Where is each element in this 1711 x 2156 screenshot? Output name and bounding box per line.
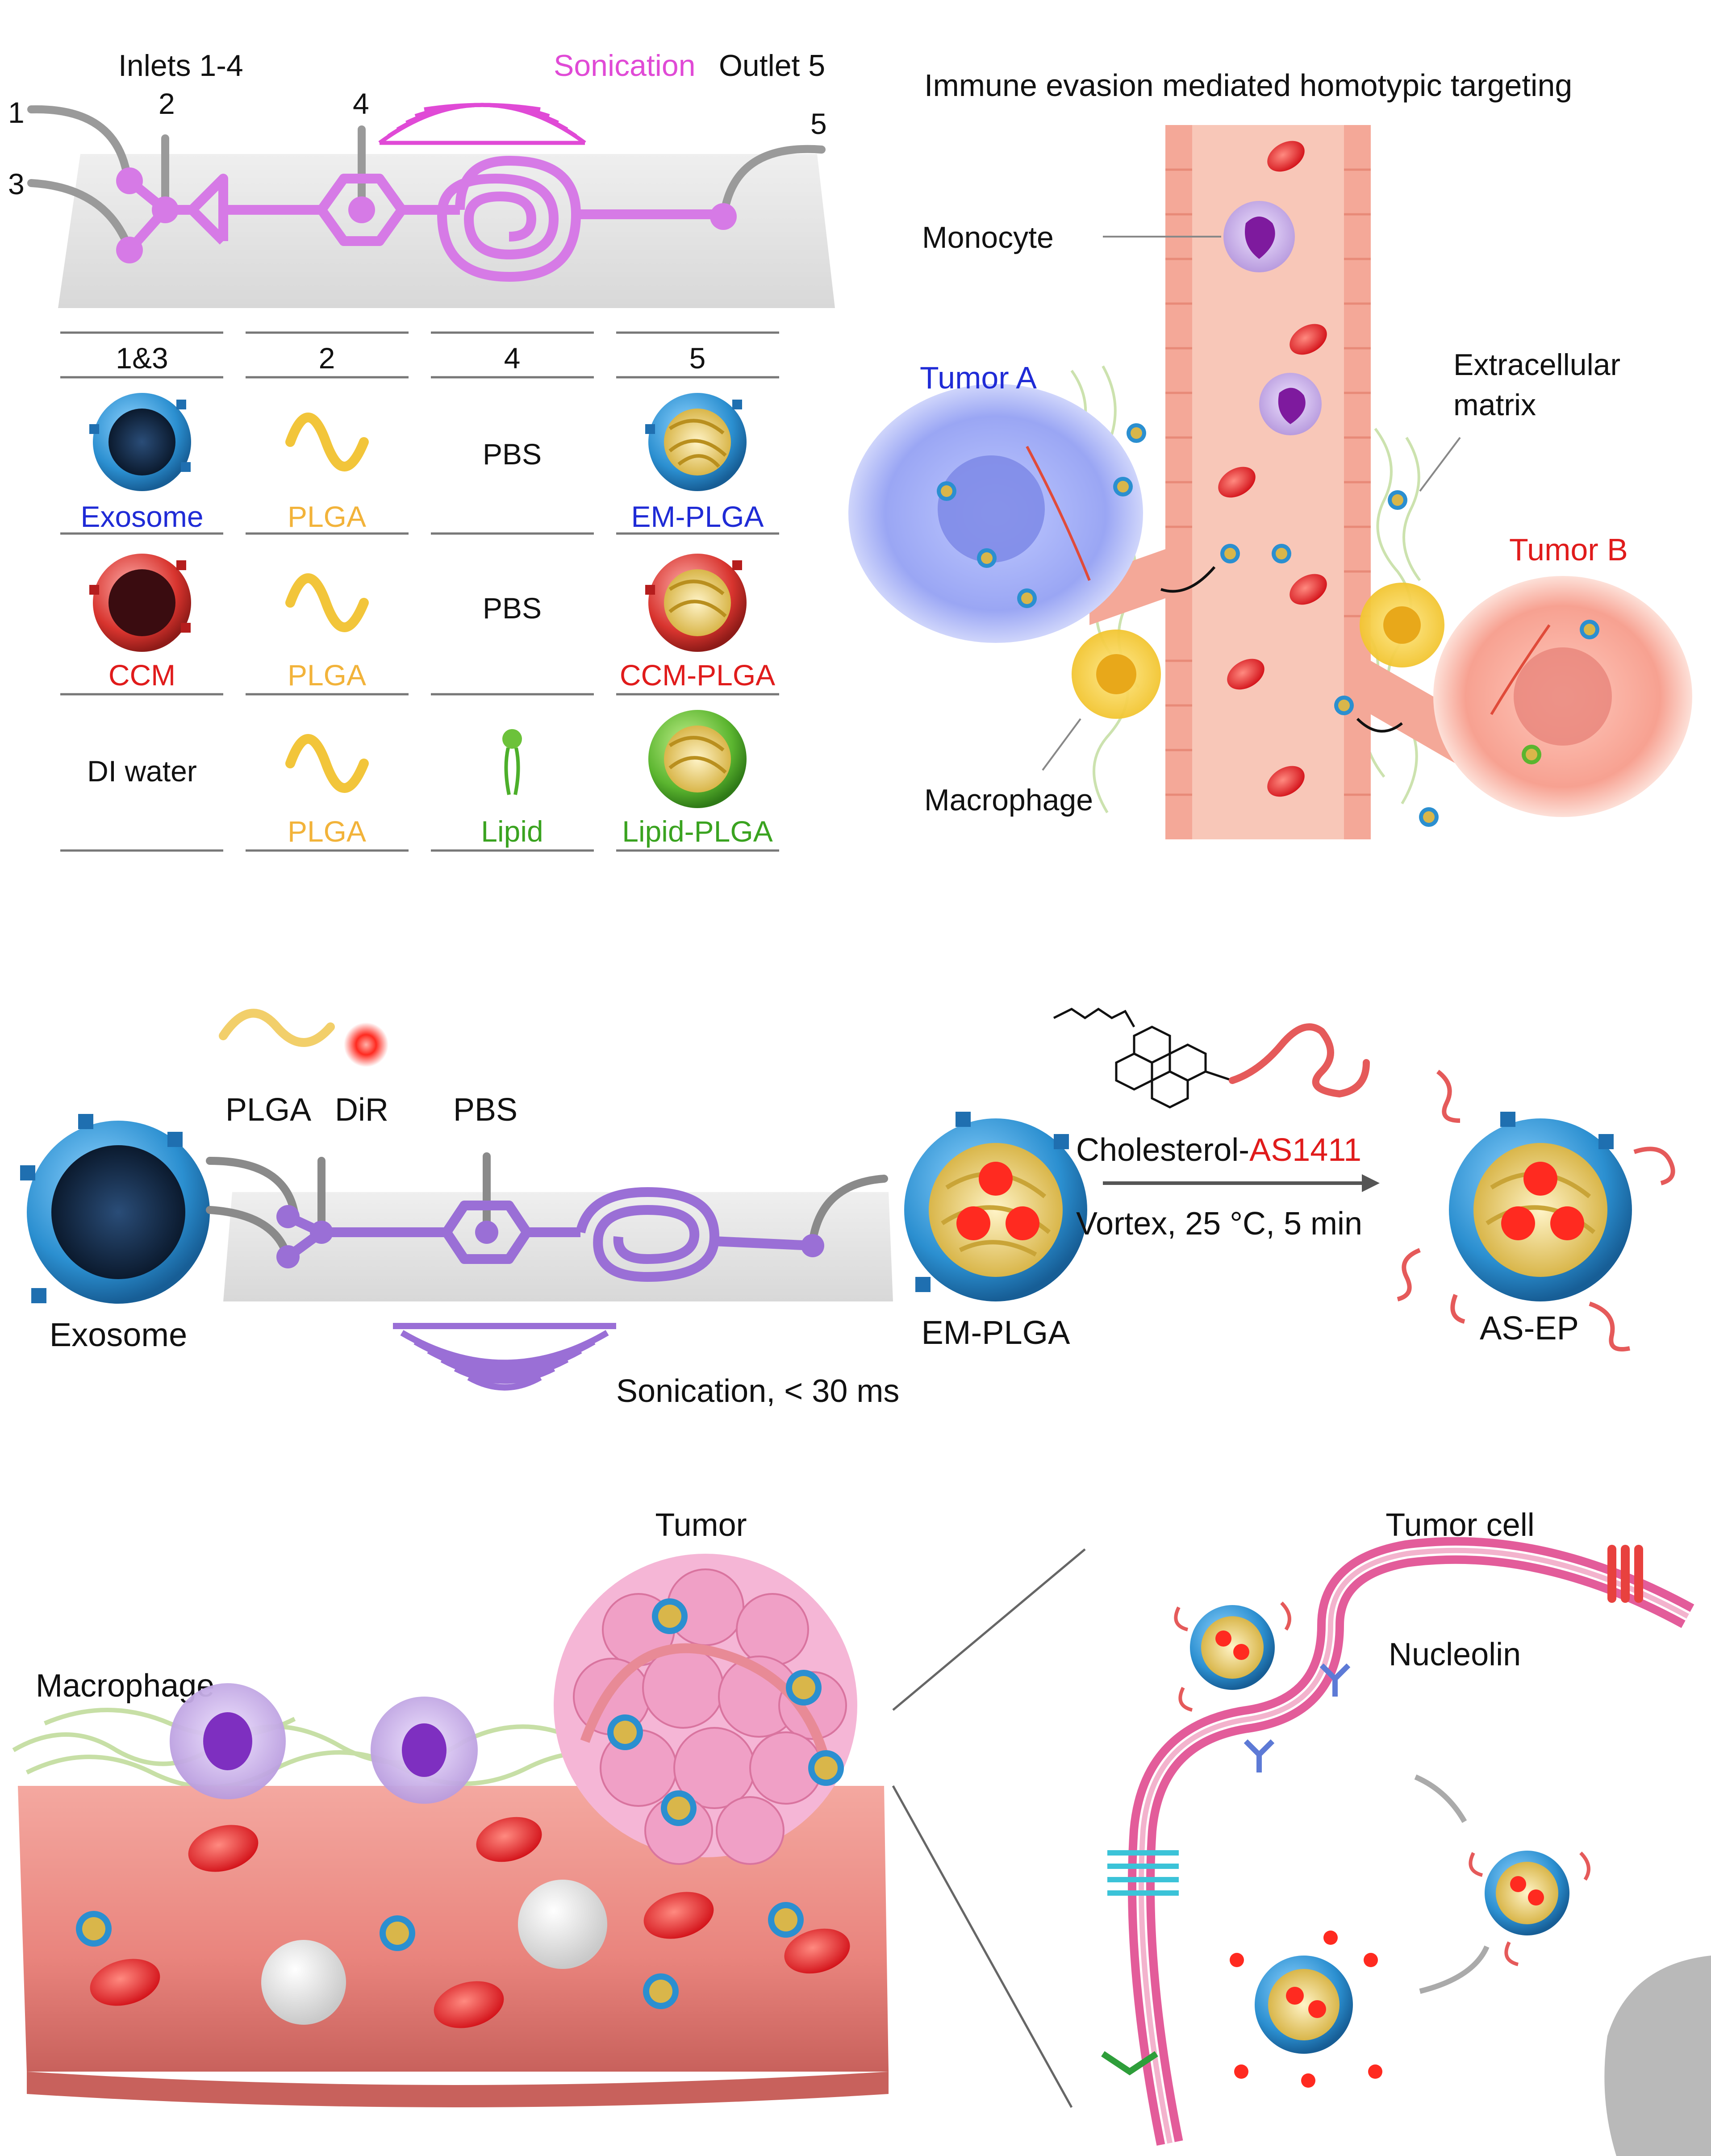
plga-label: PLGA	[225, 1092, 311, 1128]
exosome-icon	[89, 393, 191, 491]
cholesterol-aptamer-icon	[1053, 1007, 1233, 1109]
ccm-icon	[89, 554, 191, 652]
nucleolin-receptor-icon	[1244, 1663, 1351, 1772]
macrophage-cell	[170, 1683, 478, 1804]
ecm-pointer	[1419, 437, 1461, 492]
plga-label-2: PLGA	[288, 659, 366, 692]
sonication-waves-icon	[378, 103, 586, 145]
sonication-waves-icon	[393, 1323, 616, 1391]
port-number-5: 5	[810, 107, 827, 140]
tumor-label: Tumor	[655, 1507, 747, 1543]
dir-icon	[344, 1022, 388, 1067]
ecm-label-line-1: Extracellular	[1453, 348, 1620, 382]
table-header-2: 2	[319, 342, 335, 375]
exosome-label: Exosome	[80, 500, 203, 533]
macrophage-label: Macrophage	[36, 1668, 214, 1704]
panel-b-title: Immune evasion mediated homotypic target…	[924, 68, 1572, 103]
tumor-a-label: Tumor A	[920, 360, 1037, 395]
ccm-plga-icon	[645, 554, 747, 652]
pbs-label-1: PBS	[483, 438, 542, 471]
outlet-label: Outlet 5	[719, 49, 825, 83]
red-blood-cells	[1218, 141, 1327, 797]
chip-base	[223, 1192, 893, 1301]
endosome-disassembly-icon	[1230, 1931, 1382, 2088]
monocyte-label: Monocyte	[922, 221, 1054, 254]
white-blood-cells	[261, 1880, 607, 2025]
panel-a: Inlets 1-4 Sonication Outlet 5 1 2 3 4 5	[8, 49, 835, 852]
em-plga-nanoparticles	[937, 423, 1599, 827]
ecm-label-line-2: matrix	[1453, 388, 1536, 422]
microfluidic-channel	[125, 156, 723, 282]
port-number-3: 3	[8, 167, 25, 200]
em-plga-label: EM-PLGA	[921, 1314, 1070, 1351]
cholesterol-label: Cholesterol-AS1411	[1076, 1132, 1361, 1168]
monocyte-cell	[1223, 201, 1322, 435]
zoom-lines	[892, 1548, 1086, 2108]
port-number-1: 1	[8, 96, 25, 129]
pbs-label-2: PBS	[483, 592, 542, 625]
panel-c: PLGA DiR PBS Exosome	[20, 1007, 1675, 1409]
tumor-cell-membrane	[1128, 1537, 1694, 2146]
table-lines	[60, 331, 779, 852]
as-ep-icon	[1174, 1601, 1590, 1966]
membrane-proteins	[1101, 1545, 1643, 2076]
as-ep-label: AS-EP	[1480, 1309, 1579, 1347]
em-plga-icon	[645, 393, 747, 491]
sonication-label: Sonication, < 30 ms	[616, 1373, 899, 1409]
port-number-4: 4	[353, 87, 369, 120]
macrophage-cell	[1072, 583, 1444, 719]
lipid-label: Lipid	[481, 815, 543, 848]
plga-icon	[285, 734, 369, 793]
exosome-label: Exosome	[50, 1316, 187, 1353]
inlets-label: Inlets 1-4	[118, 49, 243, 83]
tumor-a-cell	[848, 384, 1143, 643]
pbs-label: PBS	[453, 1092, 517, 1128]
table-header-1: 1&3	[116, 342, 168, 375]
ccm-plga-label: CCM-PLGA	[620, 659, 775, 692]
tumor-b-cell	[1433, 576, 1692, 817]
exosome-icon	[20, 1114, 210, 1304]
tumor-b-label: Tumor B	[1509, 532, 1628, 567]
port-number-2: 2	[159, 87, 175, 120]
aptamer-strand	[1229, 1023, 1370, 1098]
table-header-4: 5	[689, 342, 706, 375]
lipid-icon	[502, 729, 522, 795]
tumor-cell-label: Tumor cell	[1385, 1507, 1534, 1543]
as-ep-icon	[1397, 1070, 1675, 1351]
di-water-label: DI water	[87, 755, 197, 788]
panel-b: Immune evasion mediated homotypic target…	[848, 68, 1692, 839]
sonication-label: Sonication	[554, 49, 696, 83]
cholesterol-text: Cholesterol-	[1076, 1132, 1249, 1168]
vortex-label: Vortex, 25 °C, 5 min	[1076, 1206, 1362, 1242]
plga-label-3: PLGA	[288, 815, 366, 848]
lipid-plga-icon	[648, 710, 747, 808]
em-plga-icon	[904, 1112, 1087, 1301]
aptamer-text: AS1411	[1249, 1132, 1361, 1168]
dir-label: DiR	[335, 1092, 388, 1128]
blood-vessel	[1089, 125, 1465, 839]
plga-icon	[285, 573, 369, 632]
plga-icon	[219, 1009, 335, 1047]
em-plga-label: EM-PLGA	[631, 500, 764, 533]
red-blood-cells	[90, 1817, 850, 2028]
inlet-tubes	[206, 1152, 888, 1263]
lipid-plga-label: Lipid-PLGA	[622, 815, 773, 848]
process-arrow	[1103, 1174, 1380, 1192]
plga-label-1: PLGA	[288, 500, 366, 533]
uptake-arrows	[1160, 566, 1403, 733]
nucleus-shape	[1604, 1956, 1711, 2156]
panel-d: Tumor Macrophage Tumor cell Nucleolin	[12, 1507, 1711, 2156]
as-ep-nanoparticles	[76, 1598, 844, 2009]
table-header-3: 4	[504, 342, 521, 375]
macrophage-pointer	[1042, 718, 1081, 771]
nucleolin-label: Nucleolin	[1389, 1637, 1521, 1672]
ccm-label: CCM	[109, 659, 175, 692]
internalization-arrows	[1414, 1774, 1490, 1994]
macrophage-label: Macrophage	[924, 783, 1093, 817]
plga-icon	[285, 413, 369, 471]
